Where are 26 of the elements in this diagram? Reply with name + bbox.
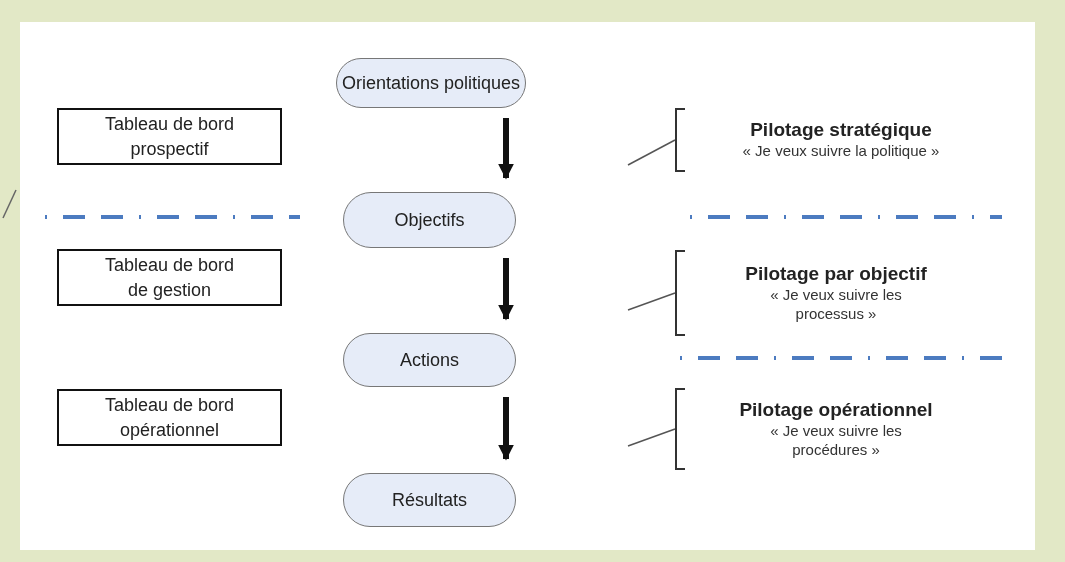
- process-pill: [336, 58, 526, 108]
- annotation-heading: Pilotage opérationnel: [739, 398, 933, 421]
- dashboard-box: [57, 249, 282, 306]
- step-label: Orientations politiques: [341, 72, 521, 94]
- leader-line: [627, 292, 676, 311]
- annotation-heading: Pilotage stratégique: [750, 119, 932, 142]
- box-label: Tableau de bord opérationnel: [103, 394, 236, 442]
- step-label: Actions: [400, 349, 459, 371]
- leader-line: [627, 428, 676, 447]
- annotation-quote: « Je veux suivre la politique »: [742, 141, 940, 161]
- process-pill: [343, 333, 516, 387]
- step-label: Résultats: [391, 489, 467, 511]
- leader-line: [627, 139, 676, 166]
- process-pill: [343, 192, 516, 248]
- annotation-quote: « Je veux suivre les processus »: [769, 284, 903, 324]
- arrow: [498, 258, 514, 321]
- dashboard-box: [57, 108, 282, 165]
- process-pill: [343, 473, 516, 527]
- annotation-quote: « Je veux suivre les procédures »: [769, 420, 903, 460]
- arrow: [498, 118, 514, 180]
- arrow: [498, 397, 514, 461]
- annotation-heading: Pilotage par objectif: [745, 262, 927, 285]
- step-label: Objectifs: [394, 209, 465, 231]
- box-label: Tableau de bord de gestion: [103, 254, 236, 302]
- box-label: Tableau de bord prospectif: [103, 113, 236, 161]
- dashboard-box: [57, 389, 282, 446]
